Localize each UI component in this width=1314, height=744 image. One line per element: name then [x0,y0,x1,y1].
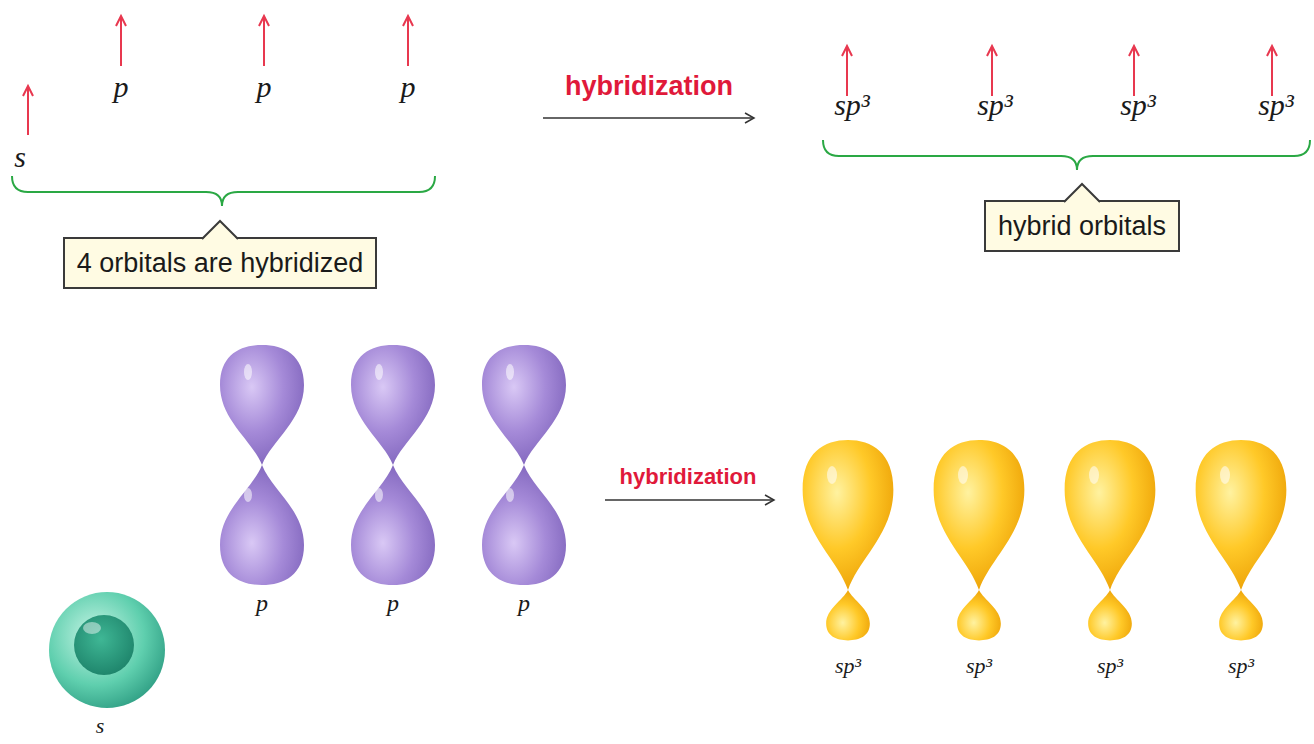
orbital-label: p [401,70,416,103]
callout-text: 4 orbitals are hybridized [77,248,364,278]
callout-pointer [1064,183,1100,203]
orbital-label: sp³ [1120,88,1156,121]
s-orbital [49,592,165,708]
orbital-label: p [518,590,530,616]
electron-arrows [28,16,1272,135]
callout-box: hybrid orbitals [984,200,1180,252]
reaction-arrow [543,117,754,119]
orbital-label: sp³ [1228,654,1254,678]
p-orbitals [220,345,566,585]
sp3-orbitals [803,440,1287,640]
orbital-label: sp³ [1258,88,1294,121]
callout-box: 4 orbitals are hybridized [63,237,378,289]
reaction-arrow [605,499,774,501]
orbital-label: s [96,714,105,738]
orbital-label: sp³ [834,88,870,121]
orbital-label: p [387,590,399,616]
orbital-label: s [14,140,26,173]
orbital-label: sp³ [835,654,861,678]
orbital-label: sp³ [966,654,992,678]
orbital-label: sp³ [1097,654,1123,678]
callout-pointer [202,220,238,240]
brace [12,176,435,206]
orbital-label: p [114,70,129,103]
process-label: hybridization [620,465,757,489]
orbital-label: p [257,70,272,103]
orbital-label: p [256,590,268,616]
brace [823,140,1310,170]
callout-text: hybrid orbitals [998,211,1166,241]
orbital-label: sp³ [977,88,1013,121]
process-label: hybridization [565,72,733,102]
